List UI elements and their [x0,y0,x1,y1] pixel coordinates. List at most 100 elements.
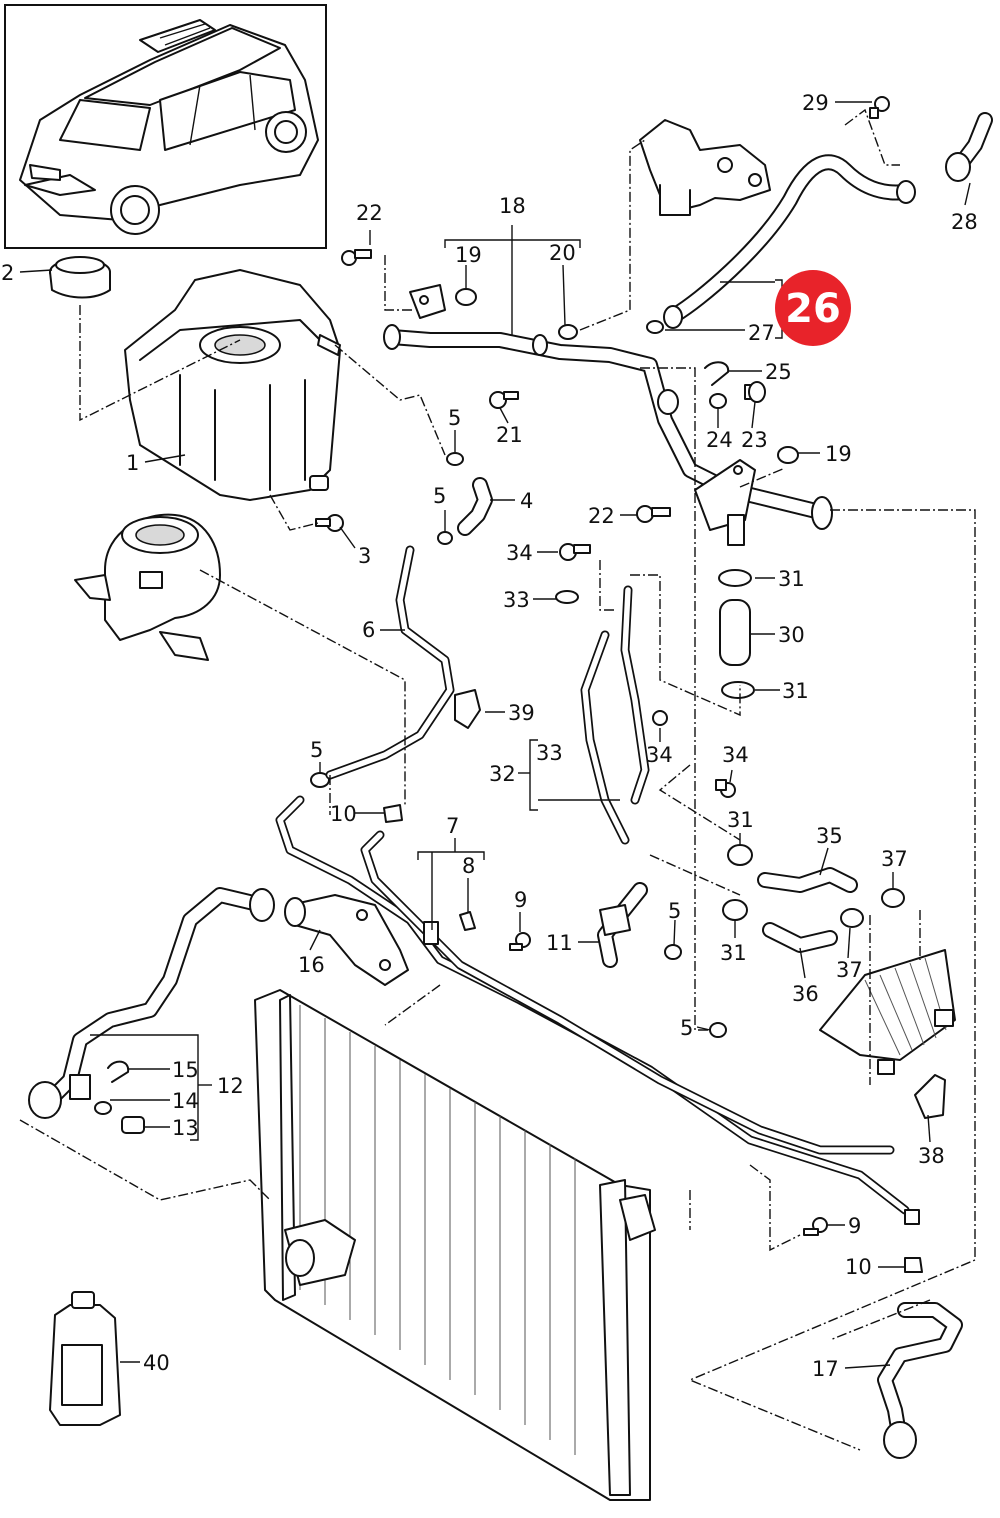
hose-36 [762,922,838,953]
screw-9-lower [803,1217,828,1236]
callout-9: 9 [848,1214,861,1238]
callout-11: 11 [546,931,573,955]
coolant-bottle [49,1291,121,1426]
clamp-5-e [709,1022,727,1038]
callout-34: 34 [722,743,749,767]
callout-22: 22 [356,201,383,225]
radiator-fins [299,1005,576,1455]
highlight-badge-label: 26 [785,286,841,332]
callout-35: 35 [816,824,843,848]
assembly-lines [19,108,976,1451]
callout-5: 5 [448,406,461,430]
callout-25: 25 [765,360,792,384]
clip-10-lower [904,1257,923,1273]
callout-23: 23 [741,428,768,452]
callout-14: 14 [172,1089,199,1113]
radiator [254,989,656,1501]
callout-9: 9 [514,888,527,912]
bolt-34-b [652,710,668,726]
callout-31: 31 [782,679,809,703]
reservoir-cap [49,256,111,299]
callout-16: 16 [298,953,325,977]
callout-24: 24 [706,428,733,452]
clamp-37-a [881,888,905,908]
pipe-32 [580,585,650,845]
callout-32: 32 [489,762,516,786]
bolt-22-mid [636,505,671,523]
bolt-21 [489,391,519,409]
o-ring-33 [555,590,579,604]
callout-20: 20 [549,241,576,265]
callout-4: 4 [520,489,533,513]
callout-34: 34 [646,743,673,767]
leader-lines [19,101,971,1369]
callout-33: 33 [503,588,530,612]
callout-28: 28 [951,210,978,234]
callout-17: 17 [812,1357,839,1381]
o-ring-27 [646,320,664,334]
callout-39: 39 [508,701,535,725]
callout-5: 5 [433,484,446,508]
clamp-31-a [718,569,752,587]
callout-12: 12 [217,1074,244,1098]
callout-5: 5 [680,1016,693,1040]
suv-illustration [19,19,319,235]
callout-8: 8 [462,854,475,878]
screw-9-upper [509,932,531,951]
sensor-13 [121,1116,145,1134]
bracket-38 [914,1074,946,1119]
clip-8 [459,911,476,931]
o-ring-20 [558,324,578,340]
thermostat-housing [639,119,771,216]
callout-34: 34 [506,541,533,565]
o-ring-19-lower [777,446,799,464]
hose-6 [325,545,455,780]
clamp-37-b [840,908,864,928]
upper-coolant-pipe [383,284,833,546]
callout-21: 21 [496,423,523,447]
sensor-23 [744,381,766,403]
tank-screw [315,514,344,532]
bolt-22-top [341,249,372,266]
clip-15 [107,1060,130,1083]
connector-11 [597,882,648,968]
callout-6: 6 [362,618,375,642]
oil-cooler [819,949,956,1075]
callout-37: 37 [881,847,908,871]
callout-2: 2 [1,261,14,285]
callout-33: 33 [536,741,563,765]
expansion-tank [124,269,341,501]
callout-1: 1 [126,451,139,475]
hose-stub-28 [945,112,993,182]
callout-3: 3 [358,544,371,568]
o-ring-19-upper [455,288,477,306]
callout-31: 31 [778,567,805,591]
callout-37: 37 [836,958,863,982]
upper-radiator-hose [663,154,916,329]
o-ring-24 [709,393,727,409]
callout-5: 5 [668,899,681,923]
clamp-5-b [437,531,453,545]
callout-19: 19 [455,243,482,267]
clamp-31-d [722,899,748,921]
callout-7: 7 [446,814,459,838]
highlight-badge-circle [775,270,851,346]
callout-38: 38 [918,1144,945,1168]
hose-35 [757,867,858,893]
highlight-badge: 26 [775,270,851,346]
callout-13: 13 [172,1116,199,1140]
callout-5: 5 [310,738,323,762]
secondary-tank [74,513,221,661]
callout-31: 31 [720,941,747,965]
callout-18: 18 [499,194,526,218]
bolt-34-a [559,543,591,561]
clamp-31-c [727,844,753,866]
vehicle-inset [4,4,327,249]
clip-10-upper [383,804,403,823]
return-pipe-16 [284,894,409,986]
bracket-39 [454,689,481,729]
bolt-34-c [715,779,736,798]
clamp-5-a [446,452,464,466]
hose-17 [877,1302,963,1459]
